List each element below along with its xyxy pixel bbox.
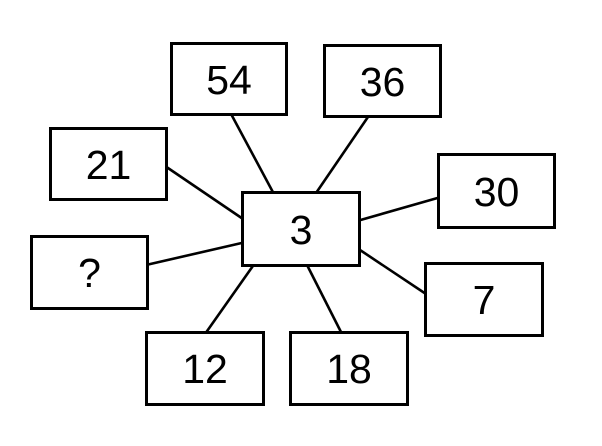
node-12: 12 xyxy=(145,331,265,406)
node-30-label: 30 xyxy=(473,168,520,215)
node-18-label: 18 xyxy=(326,346,372,392)
node-7: 7 xyxy=(424,262,544,337)
edge-center-to-30 xyxy=(356,195,442,223)
node-18: 18 xyxy=(289,331,409,406)
node-36-label: 36 xyxy=(359,58,406,105)
node-question-mark: ? xyxy=(30,235,149,310)
edge-center-to-18 xyxy=(304,262,344,335)
node-center-3: 3 xyxy=(241,191,361,267)
node-54: 54 xyxy=(170,42,288,116)
node-30: 30 xyxy=(437,153,556,229)
node-question-mark-label: ? xyxy=(78,250,101,296)
node-12-label: 12 xyxy=(182,346,228,392)
edge-center-to-54 xyxy=(228,111,277,197)
node-center-3-label: 3 xyxy=(289,206,313,253)
edge-center-to-12 xyxy=(203,262,257,335)
node-7-label: 7 xyxy=(472,277,496,323)
edge-center-to-21 xyxy=(164,164,247,223)
edge-center-to-question xyxy=(145,240,247,267)
node-21-label: 21 xyxy=(85,141,132,188)
node-36: 36 xyxy=(323,44,442,118)
node-54-label: 54 xyxy=(206,56,252,103)
edge-center-to-36 xyxy=(312,113,372,197)
node-21: 21 xyxy=(49,127,168,201)
edge-center-to-7 xyxy=(356,246,430,298)
